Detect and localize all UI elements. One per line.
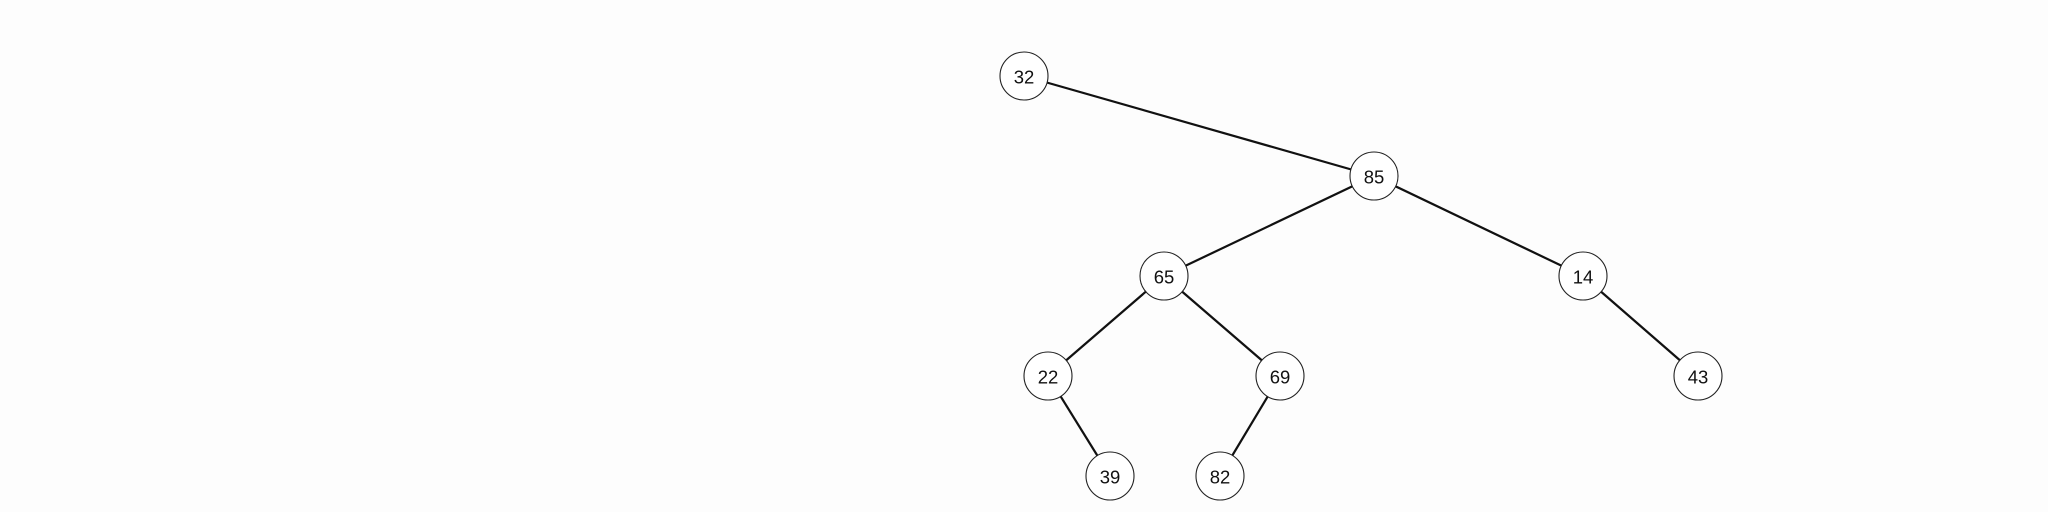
- tree-node: 82: [1195, 451, 1245, 501]
- tree-node-circle: [1195, 451, 1245, 501]
- tree-node: 14: [1558, 251, 1608, 301]
- tree-node: 69: [1255, 351, 1305, 401]
- tree-edge: [1047, 275, 1165, 377]
- tree-node-circle: [1255, 351, 1305, 401]
- tree-edge: [1373, 175, 1584, 277]
- tree-node-label: 85: [1364, 167, 1385, 188]
- tree-edge: [1163, 175, 1375, 277]
- tree-edge: [1163, 275, 1281, 377]
- tree-node: 39: [1085, 451, 1135, 501]
- tree-node: 65: [1139, 251, 1189, 301]
- tree-node: 22: [1023, 351, 1073, 401]
- tree-node-label: 39: [1100, 467, 1121, 488]
- tree-node-label: 32: [1014, 67, 1035, 88]
- tree-node-label: 14: [1573, 267, 1594, 288]
- tree-node-circle: [1139, 251, 1189, 301]
- tree-node-label: 22: [1038, 367, 1059, 388]
- tree-node-label: 69: [1270, 367, 1291, 388]
- tree-node-circle: [1023, 351, 1073, 401]
- tree-node-label: 82: [1210, 467, 1231, 488]
- tree-node-circle: [1673, 351, 1723, 401]
- tree-node: 85: [1349, 151, 1399, 201]
- tree-node-circle: [1349, 151, 1399, 201]
- tree-edge: [1023, 74, 1375, 178]
- tree-node-circle: [999, 51, 1049, 101]
- tree-edges: [1023, 74, 1699, 477]
- tree-node-label: 43: [1688, 367, 1709, 388]
- tree-node: 32: [999, 51, 1049, 101]
- tree-node-label: 65: [1154, 267, 1175, 288]
- tree-node-circle: [1085, 451, 1135, 501]
- tree-edge: [1582, 275, 1699, 377]
- tree-node-circle: [1558, 251, 1608, 301]
- tree-node: 43: [1673, 351, 1723, 401]
- tree-nodes: 32 85 65 14 22 69 43 39 82: [999, 51, 1723, 501]
